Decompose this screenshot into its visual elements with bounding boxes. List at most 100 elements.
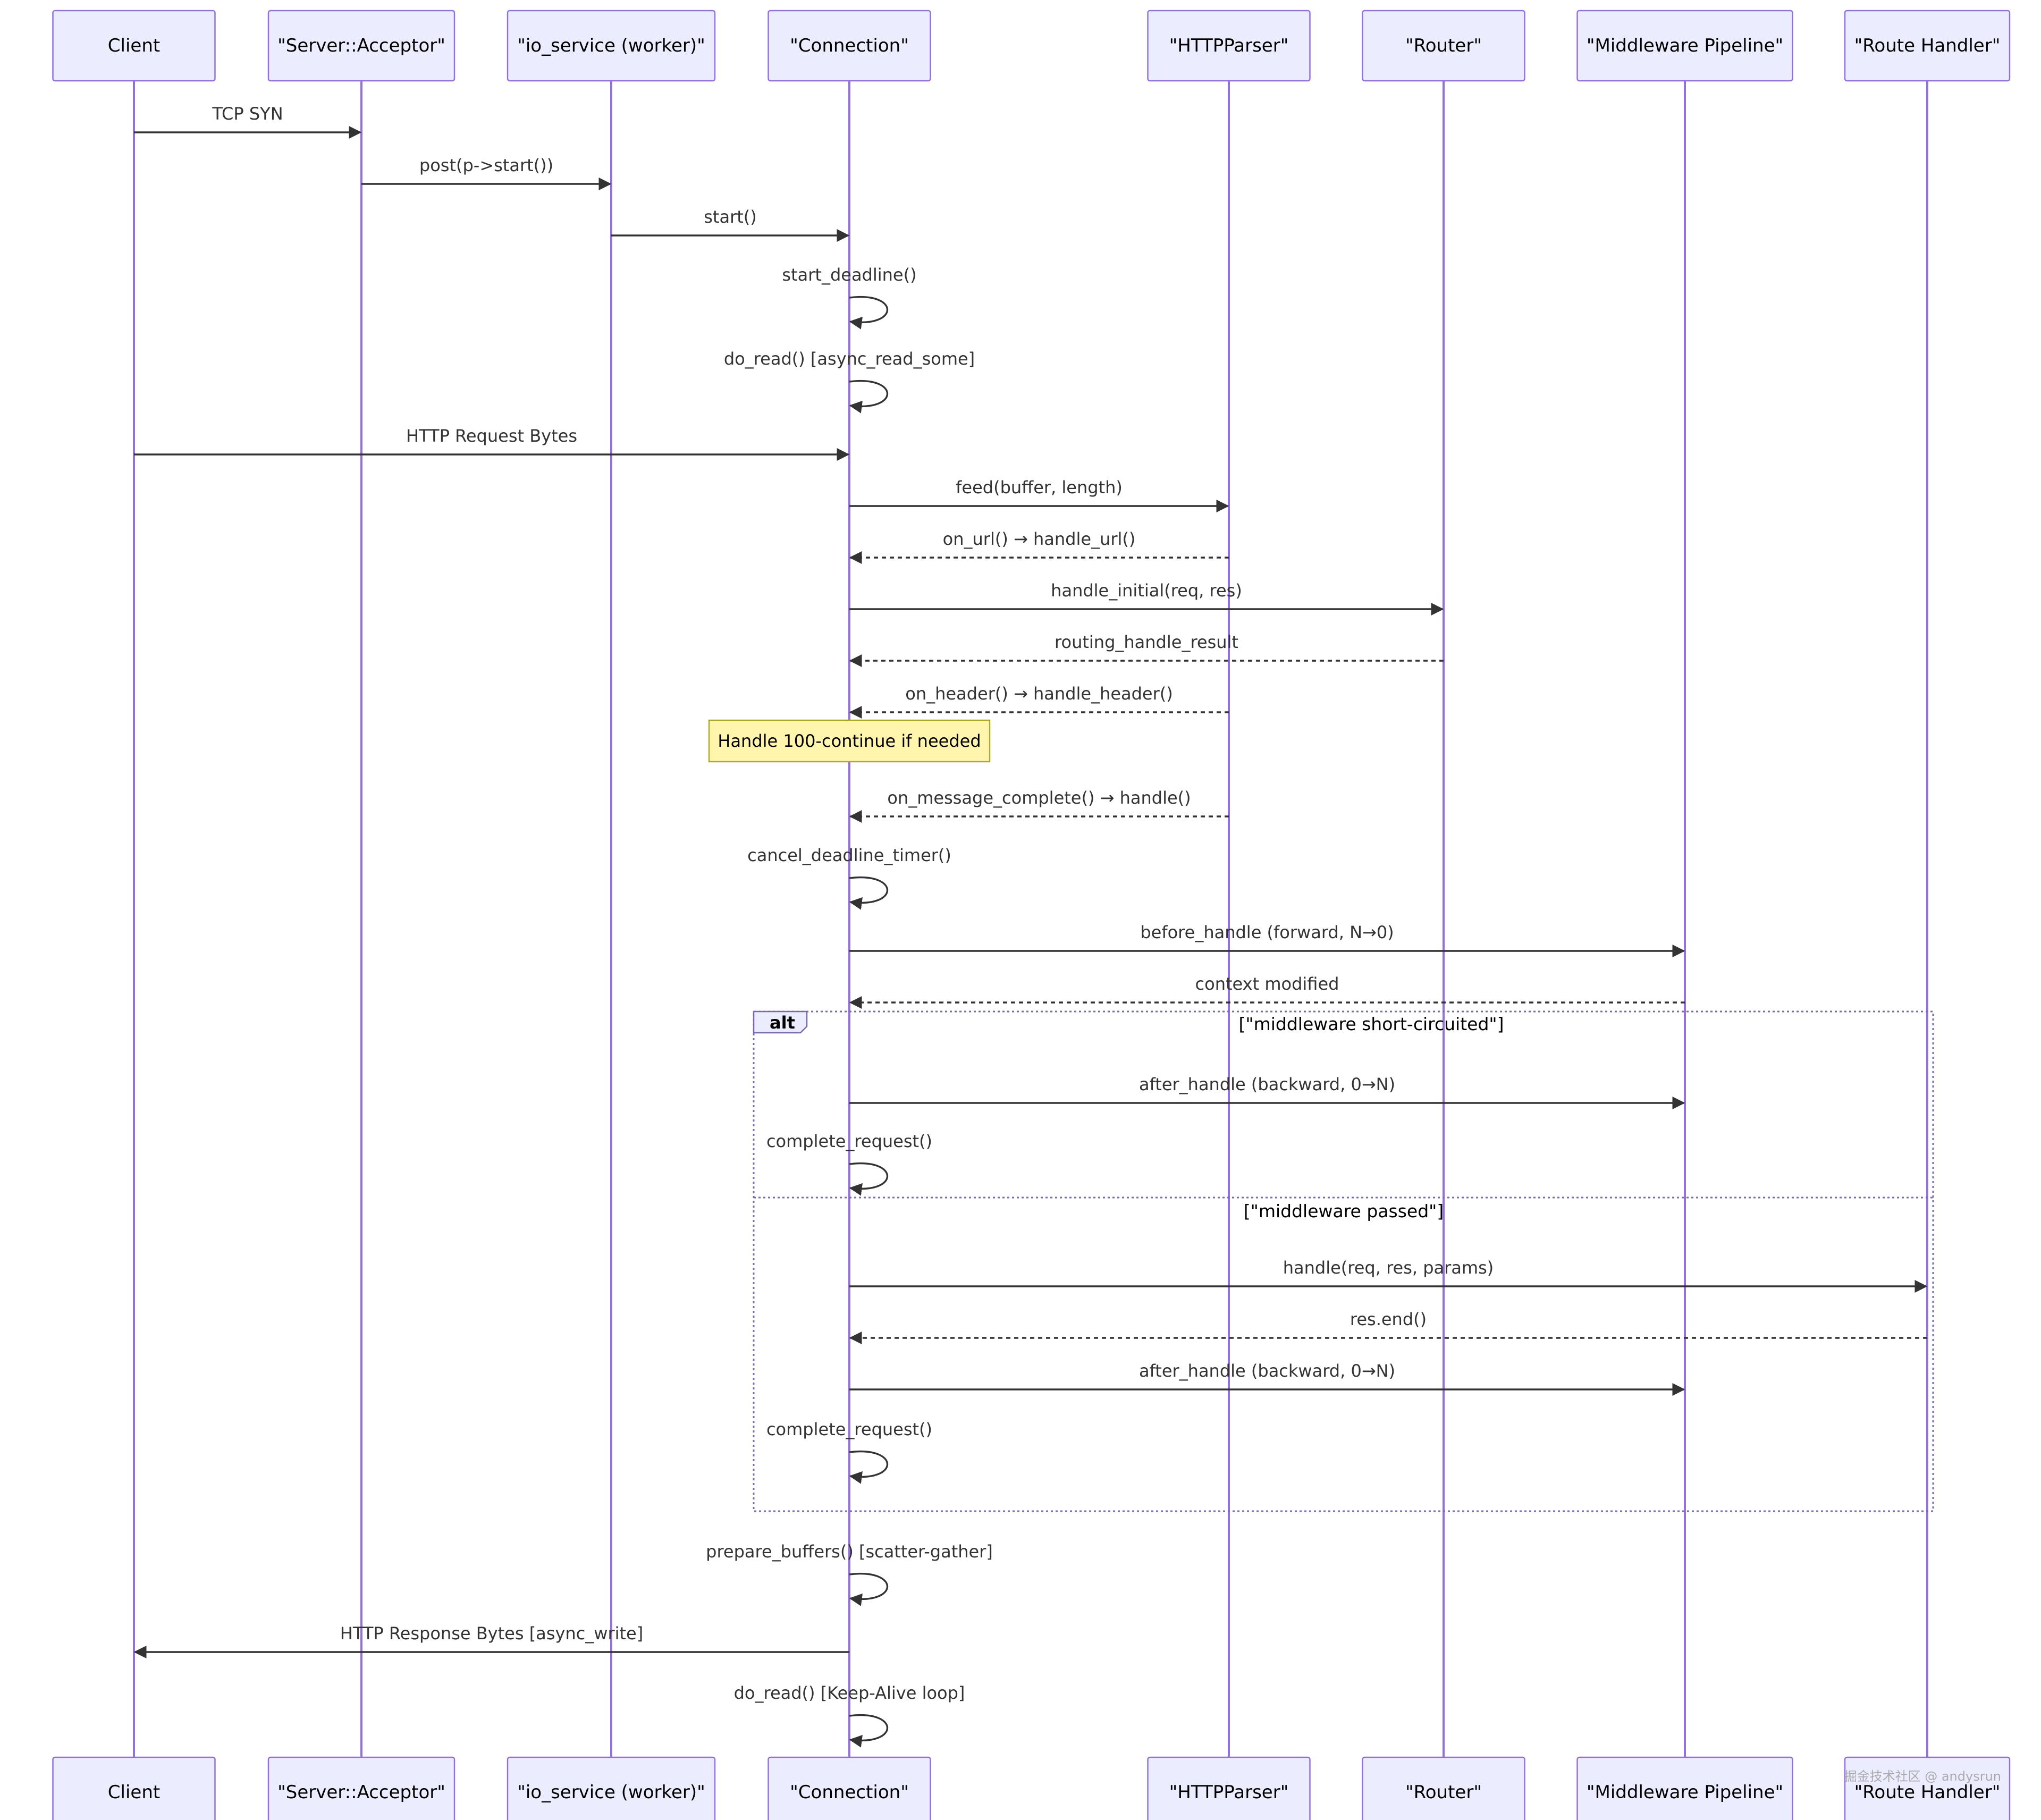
- alt-condition-2: ["middleware passed"]: [1244, 1201, 1444, 1221]
- message-15: context modified: [849, 974, 1685, 1009]
- actor-label: "io_service (worker)": [517, 1782, 705, 1803]
- actor-label: "HTTPParser": [1169, 35, 1289, 56]
- message-22: prepare_buffers() [scatter-gather]: [706, 1541, 993, 1606]
- actor-label: "Connection": [790, 1782, 909, 1803]
- message-label: after_handle (backward, 0→N): [1139, 1074, 1395, 1094]
- actor-label: "HTTPParser": [1169, 1782, 1289, 1803]
- message-arrow: [849, 1714, 888, 1748]
- message-label: start_deadline(): [782, 265, 916, 285]
- message-24: do_read() [Keep-Alive loop]: [734, 1683, 965, 1748]
- message-23: HTTP Response Bytes [async_write]: [133, 1623, 849, 1658]
- message-label: post(p->start()): [419, 155, 553, 175]
- actor-box: [1844, 1756, 2011, 1820]
- message-12: on_message_complete() → handle(): [849, 788, 1229, 823]
- actor-label: "Route Handler": [1854, 1782, 2001, 1803]
- message-2: post(p->start()): [361, 155, 612, 190]
- note-text: Handle 100-continue if needed: [718, 731, 981, 751]
- message-10: routing_handle_result: [849, 632, 1444, 667]
- actor-handler-bottom: "Route Handler": [1844, 1756, 2011, 1820]
- message-label: start(): [704, 207, 757, 227]
- actor-box: [1844, 10, 2011, 82]
- actors-bottom: Client "Server::Acceptor" "io_service (wor…: [52, 1756, 2011, 1820]
- actor-conn-bottom: "Connection": [768, 1756, 931, 1820]
- message-arrow: [849, 380, 888, 414]
- actor-router-top: "Router": [1362, 10, 1525, 82]
- actor-label: "Server::Acceptor": [277, 1782, 445, 1803]
- actor-box: [1362, 10, 1525, 82]
- message-label: feed(buffer, length): [956, 477, 1123, 498]
- actor-box: [768, 10, 931, 82]
- message-label: on_header() → handle_header(): [905, 684, 1173, 704]
- message-11: on_header() → handle_header(): [849, 684, 1229, 719]
- actor-mw-top: "Middleware Pipeline": [1576, 10, 1793, 82]
- message-21: complete_request(): [766, 1419, 932, 1484]
- message-4: start_deadline(): [782, 265, 917, 330]
- actor-box: [768, 1756, 931, 1820]
- actor-parser-top: "HTTPParser": [1147, 10, 1311, 82]
- actor-acceptor-bottom: "Server::Acceptor": [267, 1756, 456, 1820]
- message-17: complete_request(): [766, 1131, 932, 1196]
- alt-frame-tab: [753, 1010, 808, 1034]
- message-label: TCP SYN: [212, 104, 283, 124]
- message-label: HTTP Response Bytes [async_write]: [340, 1623, 643, 1644]
- actor-box: [1147, 10, 1311, 82]
- message-arrow: [849, 1450, 888, 1484]
- message-7: feed(buffer, length): [849, 477, 1229, 512]
- actor-io-top: "io_service (worker)": [507, 10, 716, 82]
- actor-label: "Middleware Pipeline": [1587, 1782, 1783, 1803]
- message-arrow: [849, 876, 888, 910]
- actor-label: "Server::Acceptor": [277, 35, 445, 56]
- actor-label: Client: [108, 35, 160, 56]
- message-label: do_read() [Keep-Alive loop]: [734, 1683, 965, 1703]
- actor-label: "io_service (worker)": [517, 35, 705, 56]
- message-label: cancel_deadline_timer(): [747, 845, 951, 865]
- message-arrow: [849, 296, 888, 330]
- actor-label: "Router": [1405, 35, 1482, 56]
- message-label: handle_initial(req, res): [1051, 580, 1242, 601]
- actor-box: [1576, 10, 1793, 82]
- lifelines: [133, 81, 1928, 1757]
- watermark-text: 掘金技术社区 @ andysrun: [1844, 1769, 2001, 1784]
- message-18: handle(req, res, params): [849, 1258, 1928, 1293]
- actor-io-bottom: "io_service (worker)": [507, 1756, 716, 1820]
- actor-acceptor-top: "Server::Acceptor": [267, 10, 456, 82]
- actor-box: [507, 10, 716, 82]
- actors-top: Client "Server::Acceptor" "io_service (wor…: [52, 10, 2011, 82]
- actor-box: [1362, 1756, 1525, 1820]
- actor-box: [52, 1756, 216, 1820]
- note: Handle 100-continue if needed: [708, 719, 991, 763]
- message-5: do_read() [async_read_some]: [724, 349, 975, 414]
- message-14: before_handle (forward, N→0): [849, 922, 1685, 957]
- message-1: TCP SYN: [134, 104, 362, 139]
- message-label: before_handle (forward, N→0): [1140, 922, 1394, 942]
- actor-box: [1147, 1756, 1311, 1820]
- message-arrow: [849, 1572, 888, 1606]
- actor-label: "Middleware Pipeline": [1587, 35, 1783, 56]
- actor-box: [1576, 1756, 1793, 1820]
- actor-label: "Router": [1405, 1782, 1482, 1803]
- message-label: do_read() [async_read_some]: [724, 349, 975, 369]
- message-3: start(): [611, 207, 850, 242]
- actor-label: "Connection": [790, 35, 909, 56]
- message-arrow: [849, 1162, 888, 1196]
- message-label: complete_request(): [766, 1131, 932, 1151]
- actor-box: [507, 1756, 716, 1820]
- alt-frame-border: [753, 1010, 1934, 1512]
- message-label: routing_handle_result: [1055, 632, 1238, 652]
- message-8: on_url() → handle_url(): [849, 529, 1229, 564]
- message-label: complete_request(): [766, 1419, 932, 1439]
- message-13: cancel_deadline_timer(): [747, 845, 951, 910]
- message-label: prepare_buffers() [scatter-gather]: [706, 1541, 993, 1562]
- actor-box: [267, 10, 456, 82]
- message-19: res.end(): [849, 1309, 1927, 1344]
- message-20: after_handle (backward, 0→N): [849, 1361, 1685, 1396]
- message-label: after_handle (backward, 0→N): [1139, 1361, 1395, 1381]
- message-9: handle_initial(req, res): [849, 580, 1444, 616]
- actor-handler-top: "Route Handler": [1844, 10, 2011, 82]
- message-label: on_url() → handle_url(): [943, 529, 1136, 549]
- actor-client-bottom: Client: [52, 1756, 216, 1820]
- actor-mw-bottom: "Middleware Pipeline": [1576, 1756, 1793, 1820]
- message-label: handle(req, res, params): [1283, 1258, 1494, 1278]
- message-label: HTTP Request Bytes: [406, 426, 577, 446]
